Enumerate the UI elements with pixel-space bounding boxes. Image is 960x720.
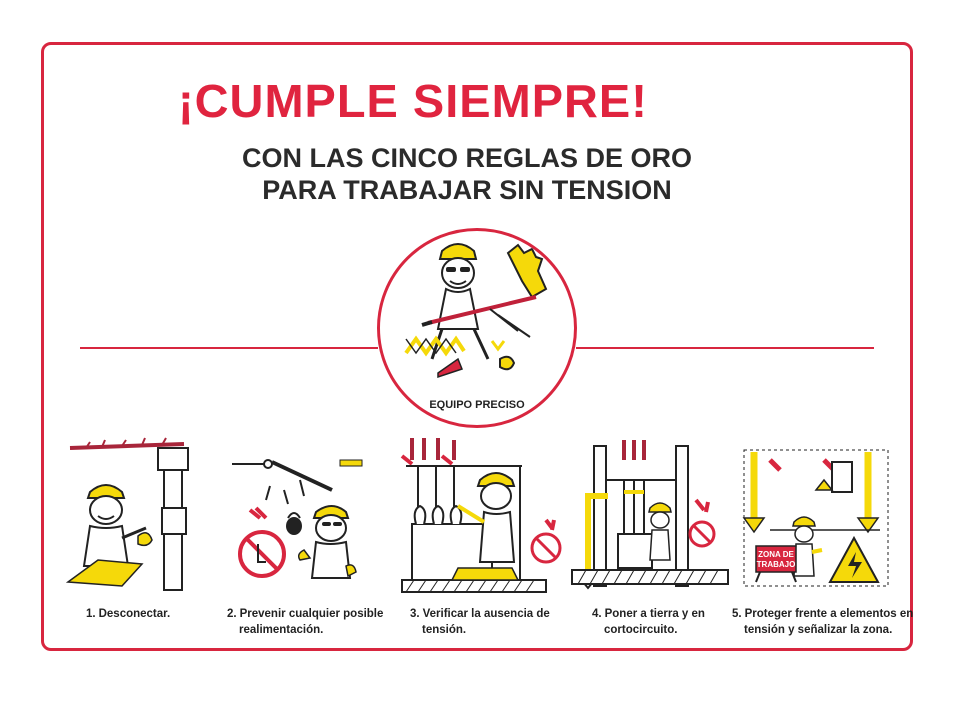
rule-3-caption: 3.Verificar la ausencia de tensión. [410,606,550,638]
lightning-warning-icon [828,535,880,583]
rule-4-text-line-1: Poner a tierra y en [604,608,705,620]
prohibited-icon [530,532,562,564]
worker-icon [82,484,153,567]
prohibited-icon [688,520,716,548]
rule-1-number: 1. [86,608,96,620]
equipment-illustration [404,243,548,379]
worker-icon [648,502,672,561]
work-zone-line-1: ZONA DE [758,550,794,559]
rule-3-text-line-2: tensión. [422,624,467,636]
rule-4-caption: 4.Poner a tierra y en cortocircuito. [592,606,705,638]
padlock-icon [286,512,302,535]
subtitle-line-2: PARA TRABAJAR SIN TENSION [262,175,672,205]
rule-3-text-line-1: Verificar la ausencia de [422,608,550,620]
rule-5-number: 5. [732,608,742,620]
rule-5-text-line-2: tensión y señalizar la zona. [744,624,893,636]
rule-2-caption: 2.Prevenir cualquier posible realimentac… [227,606,383,638]
rule-1-caption: 1.Desconectar. [86,606,170,622]
equipment-circle: EQUIPO PRECISO [377,228,577,428]
rule-4-illustration [568,430,738,600]
work-zone-line-2: TRABAJO [757,560,796,569]
prohibited-icon [238,530,286,578]
poster-title: ¡CUMPLE SIEMPRE! [178,75,648,127]
rule-5-text-line-1: Proteger frente a elementos en [744,608,914,620]
rule-4-text-line-2: cortocircuito. [604,624,678,636]
glove-icon [506,243,548,299]
worker-icon [297,505,357,579]
rule-3-number: 3. [410,608,420,620]
ground-clamp-icon [404,335,516,379]
rule-2-text-line-1: Prevenir cualquier posible [239,608,384,620]
rule-2-illustration [228,430,398,600]
work-zone-sign: ZONA DE TRABAJO [755,545,797,583]
rule-5-illustration: ZONA DE TRABAJO [740,430,910,600]
rule-2-number: 2. [227,608,237,620]
insulated-pole-icon [421,295,537,338]
poster-subtitle: CON LAS CINCO REGLAS DE ORO PARA TRABAJA… [167,142,767,206]
rule-4-number: 4. [592,608,602,620]
divider-left [80,347,378,349]
worker-icon [792,516,823,577]
subtitle-line-1: CON LAS CINCO REGLAS DE ORO [241,143,693,173]
rule-1-text: Desconectar. [98,608,171,620]
equipment-label: EQUIPO PRECISO [429,399,525,411]
worker-icon [456,472,516,563]
rule-1-illustration [66,430,236,600]
divider-right [576,347,874,349]
poster-frame [41,42,913,651]
rule-3-illustration [398,430,568,600]
rule-2-text-line-2: realimentación. [239,624,324,636]
rule-5-caption: 5.Proteger frente a elementos en tensión… [732,606,913,638]
